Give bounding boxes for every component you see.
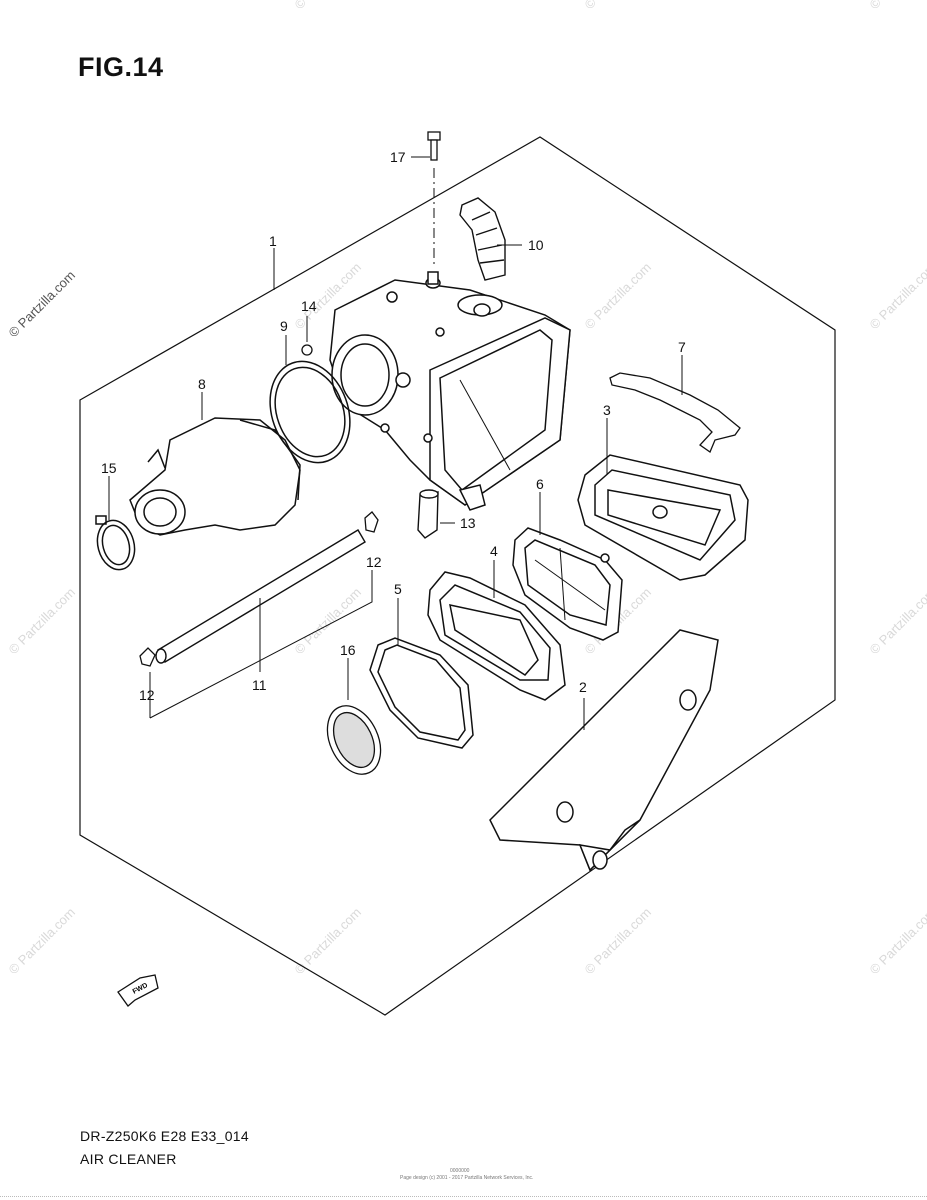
watermark: © Partzilla.com [292, 0, 365, 12]
page-id: 0000000 [450, 1168, 470, 1174]
assembly-boundary [79, 136, 836, 1016]
callout-label: 7 [678, 339, 686, 355]
callout-label: 15 [101, 460, 117, 476]
callout-label: 6 [536, 476, 544, 492]
callout-label: 13 [460, 515, 476, 531]
leader-lines [108, 156, 683, 730]
watermark: © Partzilla.com [6, 585, 79, 658]
watermark: © Partzilla.com [867, 260, 927, 333]
watermark: © Partzilla.com [867, 0, 927, 12]
part-clamp-lower[interactable] [139, 647, 156, 667]
figure-name: AIR CLEANER [80, 1151, 177, 1167]
callout-label: 16 [340, 642, 356, 658]
part-gasket[interactable] [369, 637, 474, 749]
watermark: © Partzilla.com [867, 585, 927, 658]
part-seal-strip[interactable] [609, 372, 741, 453]
forward-direction-arrow: FWD [117, 974, 159, 1007]
part-air-cleaner-case[interactable] [329, 271, 571, 511]
part-side-cover[interactable] [489, 629, 719, 872]
part-screw[interactable] [301, 344, 313, 356]
callout-label: 3 [603, 402, 611, 418]
callout-label: 2 [579, 679, 587, 695]
callout-label: 14 [301, 298, 317, 314]
callout-labels: 1 2 3 4 5 6 7 8 9 10 11 12 12 13 14 15 1… [101, 149, 686, 703]
watermark: © Partzilla.com [582, 260, 655, 333]
model-code: DR-Z250K6 E28 E33_014 [80, 1128, 249, 1144]
watermark: © Partzilla.com [6, 268, 79, 341]
callout-label: 17 [390, 149, 406, 165]
part-bolt[interactable] [427, 131, 441, 161]
callout-label: 8 [198, 376, 206, 392]
callout-label: 9 [280, 318, 288, 334]
watermark: © Partzilla.com [582, 0, 655, 12]
callout-label: 1 [269, 233, 277, 249]
callout-label: 11 [252, 677, 267, 693]
copyright-credit: Page design (c) 2001 - 2017 Partzilla Ne… [400, 1175, 534, 1181]
callout-label: 5 [394, 581, 402, 597]
part-drain-plug[interactable] [417, 489, 439, 539]
part-cleaner-element[interactable] [577, 454, 749, 581]
part-intake-pipe[interactable] [129, 417, 301, 536]
part-mesh-screen[interactable] [317, 697, 391, 783]
callout-label: 12 [139, 687, 155, 703]
callout-label: 10 [528, 237, 544, 253]
part-hose-clamp[interactable] [92, 515, 140, 574]
part-clamp-upper[interactable] [364, 511, 379, 533]
part-breather-hose[interactable] [459, 197, 506, 281]
watermark: © Partzilla.com [867, 905, 927, 978]
part-drain-tube[interactable] [155, 529, 366, 664]
watermark: © Partzilla.com [6, 905, 79, 978]
bottom-divider [0, 1196, 927, 1197]
callout-label: 4 [490, 543, 498, 559]
figure-title: FIG.14 [78, 52, 164, 82]
part-element-cage[interactable] [427, 571, 566, 701]
watermark: © Partzilla.com [582, 905, 655, 978]
callout-label: 12 [366, 554, 382, 570]
part-seal-ring[interactable] [257, 350, 364, 474]
part-element-holder[interactable] [512, 527, 623, 641]
